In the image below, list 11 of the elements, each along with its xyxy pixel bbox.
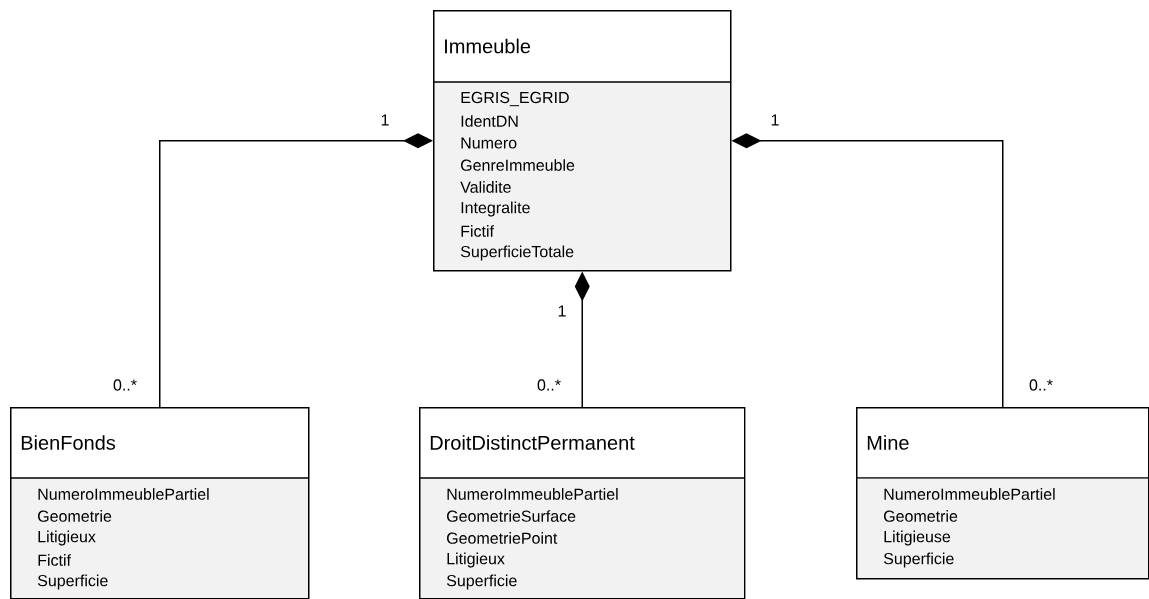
- multiplicity-label: 1: [381, 114, 389, 126]
- class-box: Mine NumeroImmeublePartiel Geometrie Litigieuse Superficie: [855, 407, 1149, 580]
- multiplicity-label: 0..*: [537, 379, 561, 391]
- multiplicity-label: 0..*: [113, 379, 137, 391]
- class-box: DroitDistinctPermanent NumeroImmeublePartiel GeometrieSurface GeometriePoint Litigieux Superficie: [418, 407, 746, 599]
- multiplicity-label: 1: [771, 114, 779, 126]
- class-box: BienFonds NumeroImmeublePartiel Geometrie Litigieux Fictif Superficie: [9, 407, 310, 599]
- multiplicity-label: 1: [558, 305, 566, 317]
- composition-line: [159, 133, 433, 408]
- class-box: Immeuble EGRIS_EGRID IdentDN Numero GenreImmeuble Validite Integralite Fictif SuperficieTotale: [432, 10, 732, 272]
- multiplicity-label: 0..*: [1029, 379, 1053, 391]
